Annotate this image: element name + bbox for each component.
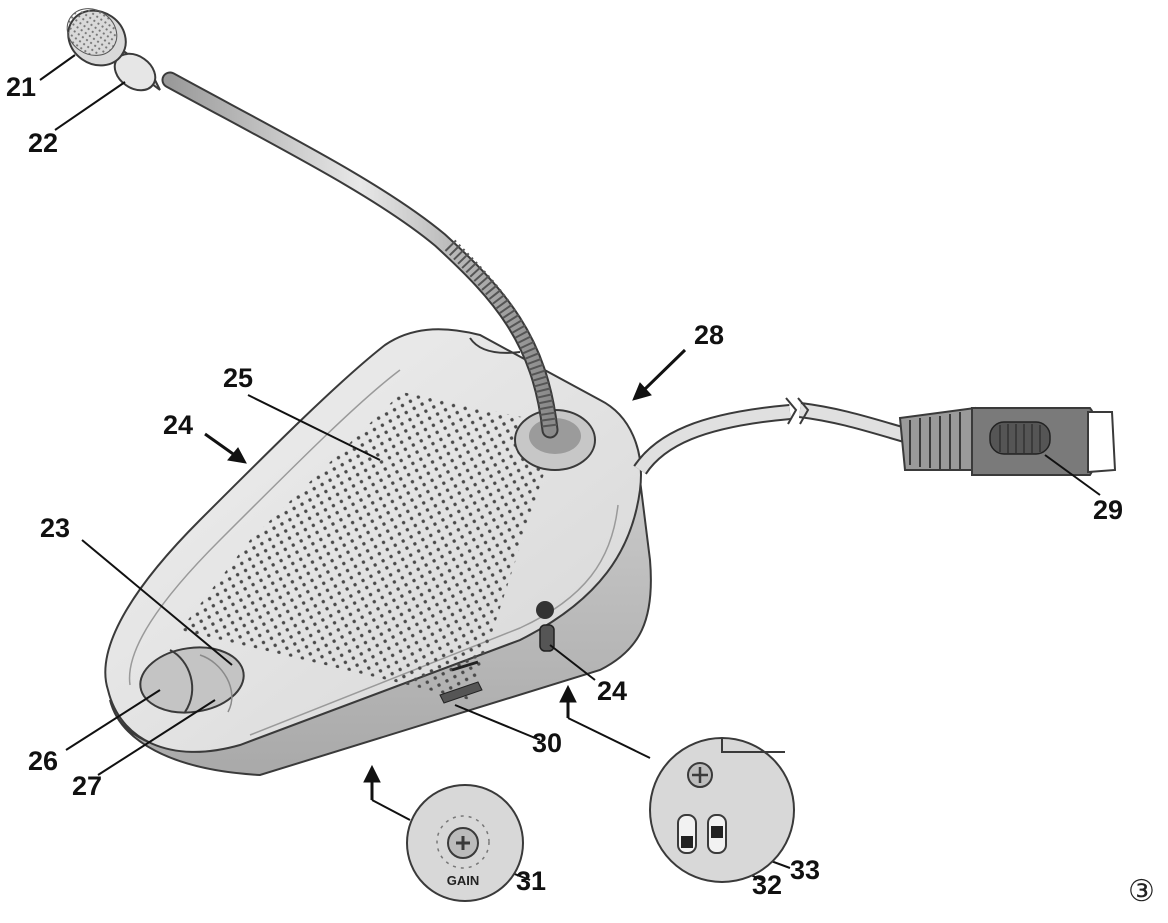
callout-23: 23 [40, 513, 71, 543]
card-slot [439, 660, 483, 704]
callout-26: 26 [28, 746, 59, 776]
callout-31: 31 [516, 866, 547, 896]
gooseneck-stem [161, 71, 559, 439]
callout-22: 22 [28, 128, 59, 158]
gain-inset: GAIN [406, 784, 524, 902]
figure-number: ③ [1128, 874, 1155, 909]
callout-27: 27 [72, 771, 103, 801]
callout-32: 32 [752, 870, 783, 900]
callout-24-top: 24 [163, 410, 194, 440]
callout-30: 30 [532, 728, 563, 758]
callout-21: 21 [6, 72, 37, 102]
dinplug-connector [898, 406, 1117, 476]
callout-25: 25 [223, 363, 254, 393]
connection-cable [633, 397, 908, 475]
callout-33: 33 [790, 855, 821, 885]
switches-inset [649, 737, 795, 883]
callout-29: 29 [1093, 495, 1124, 525]
callout-28: 28 [694, 320, 725, 350]
microphone-head [66, 8, 161, 92]
direction-arrows [204, 348, 687, 800]
callout-24-side: 24 [597, 676, 628, 706]
gain-dial-label: GAIN [447, 873, 480, 888]
